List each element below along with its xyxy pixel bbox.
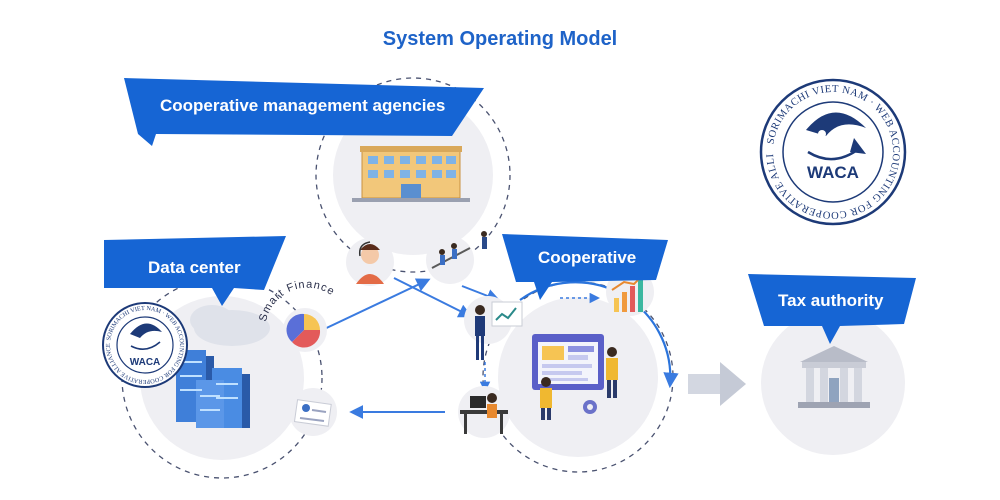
tax-banner-shape [748,274,916,344]
support-agent-icon [346,238,394,286]
tax-label: Tax authority [778,291,884,310]
cooperative-node [482,281,674,473]
to-tax-arrow [688,362,746,406]
page-title: System Operating Model [382,28,618,50]
agencies-banner-shape [124,78,484,146]
server-rack-icon [176,350,250,428]
team-rowing-icon [426,231,487,284]
agencies-label: Cooperative management agencies [160,96,446,115]
dashboard-screen-icon [532,334,604,390]
document-review-icon [289,388,337,436]
tax-building-icon [798,346,870,408]
data-center-banner-shape [104,236,286,306]
cloud-icon [190,305,270,346]
smart-finance-chart-icon [283,308,327,352]
tax-node [761,311,905,455]
presenter-icon [464,296,523,360]
waca-seal-small: SORIMACHI VIET NAM · WEB ACCOUNTING FOR … [102,302,188,388]
cooperative-label: Cooperative [538,248,637,267]
svg-text:WACA: WACA [130,357,161,368]
cooperative-banner-shape [502,234,668,300]
worker-figure-icon [540,347,618,420]
flow-arrows [317,277,601,419]
svg-text:WACA: WACA [807,163,859,182]
agency-building-icon [352,146,470,202]
gear-icon [583,400,597,414]
data-center-label: Data center [148,258,241,277]
agencies-node [315,77,511,273]
accountant-desk-icon [458,386,510,438]
